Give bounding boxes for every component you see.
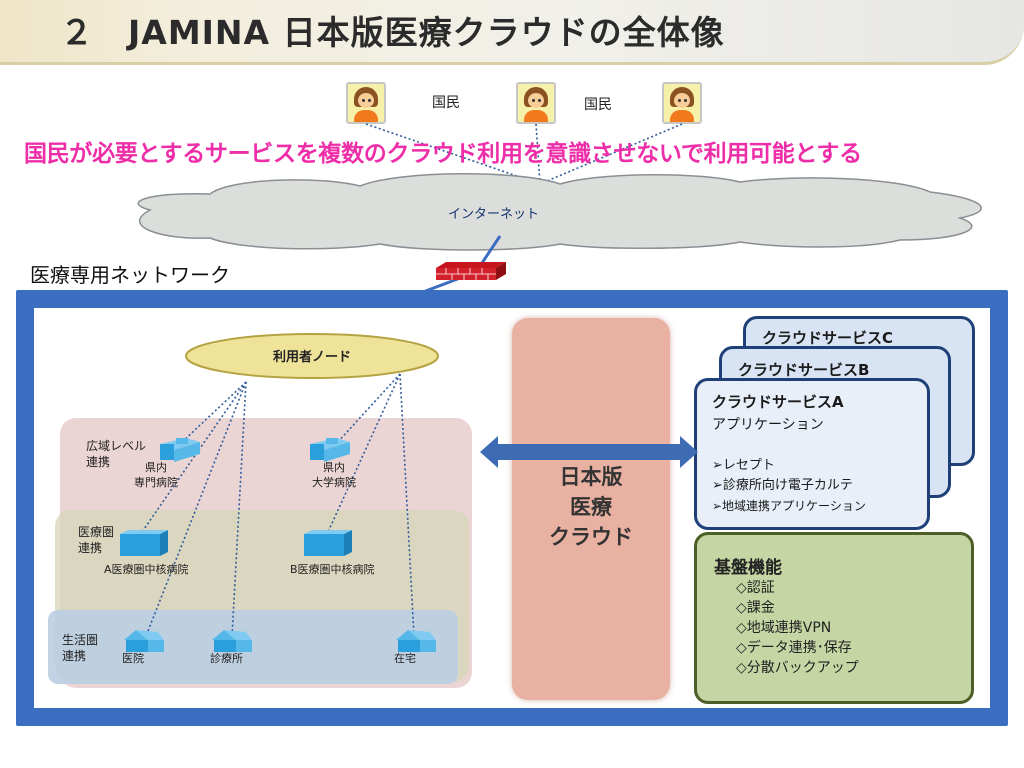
facility-label-pref-university: 県内大学病院 bbox=[312, 461, 356, 489]
person-icon bbox=[516, 82, 556, 124]
person-icon bbox=[662, 82, 702, 124]
firewall-icon bbox=[436, 262, 506, 280]
japan-medical-cloud bbox=[512, 318, 670, 700]
facility-label-home: 在宅 bbox=[394, 652, 416, 665]
house-icon bbox=[124, 630, 164, 652]
double-arrow-icon bbox=[480, 436, 698, 468]
citizen-links bbox=[365, 123, 683, 185]
living-area-band bbox=[48, 610, 458, 684]
facility-label-a-core: A医療圏中核病院 bbox=[104, 563, 189, 576]
page-title: ２ JAMINA 日本版医療クラウドの全体像 bbox=[60, 13, 725, 52]
tier-label-living: 生活圏連携 bbox=[62, 633, 99, 663]
cloud-service-a-title: クラウドサービスA bbox=[712, 393, 844, 411]
title-bar bbox=[0, 0, 1024, 65]
building-icon bbox=[304, 530, 352, 556]
house-icon bbox=[212, 630, 252, 652]
citizen-label: 国民 bbox=[584, 97, 612, 113]
service-slogan: 国民が必要とするサービスを複数のクラウド利用を意識させないで利用可能とする bbox=[24, 141, 862, 167]
private-network-label: 医療専用ネットワーク bbox=[30, 263, 230, 287]
cloud-service-a-card bbox=[694, 378, 930, 530]
base-functions-list: ◇認証 ◇課金 ◇地域連携VPN ◇データ連携･保存 ◇分散バックアップ bbox=[736, 578, 859, 678]
list-item: ➢レセプト bbox=[712, 458, 775, 473]
facility-label-clinic: 診療所 bbox=[210, 652, 243, 665]
application-list: ➢レセプト ➢診療所向け電子カルテ ➢地域連携アプリケーション bbox=[712, 456, 866, 516]
cloud-service-c-title: クラウドサービスC bbox=[762, 329, 894, 347]
list-item: ➢診療所向け電子カルテ bbox=[712, 478, 853, 493]
house-icon bbox=[396, 630, 436, 652]
tier-label-medical: 医療圏連携 bbox=[78, 525, 115, 555]
japan-medical-cloud-label: 日本版医療クラウド bbox=[549, 465, 633, 549]
facility-label-hospital: 医院 bbox=[122, 652, 144, 665]
person-icon bbox=[346, 82, 386, 124]
facility-label-b-core: B医療圏中核病院 bbox=[290, 563, 375, 576]
citizen-label: 国民 bbox=[432, 95, 460, 111]
user-node bbox=[185, 333, 439, 379]
cloud-service-a-subtitle: アプリケーション bbox=[712, 417, 824, 433]
node-links bbox=[141, 373, 415, 637]
base-functions-title: 基盤機能 bbox=[714, 558, 782, 578]
list-item: ◇データ連携･保存 bbox=[736, 640, 852, 656]
list-item: ◇地域連携VPN bbox=[736, 620, 832, 636]
cloud-service-b-title: クラウドサービスB bbox=[738, 361, 870, 379]
internet-label: インターネット bbox=[448, 207, 540, 222]
list-item: ◇認証 bbox=[736, 580, 775, 596]
user-node-label: 利用者ノード bbox=[272, 350, 351, 365]
building-icon bbox=[310, 438, 350, 462]
list-item: ➢地域連携アプリケーション bbox=[712, 499, 866, 513]
facility-label-pref-specialty: 県内専門病院 bbox=[134, 461, 178, 489]
list-item: ◇課金 bbox=[736, 600, 775, 616]
internet-diagram bbox=[137, 123, 983, 320]
building-icon bbox=[120, 530, 168, 556]
base-functions-card bbox=[694, 532, 974, 704]
building-icon bbox=[160, 438, 200, 462]
list-item: ◇分散バックアップ bbox=[736, 660, 859, 676]
cloud-icon bbox=[137, 172, 983, 251]
tier-label-wide: 広域レベル連携 bbox=[86, 439, 147, 469]
